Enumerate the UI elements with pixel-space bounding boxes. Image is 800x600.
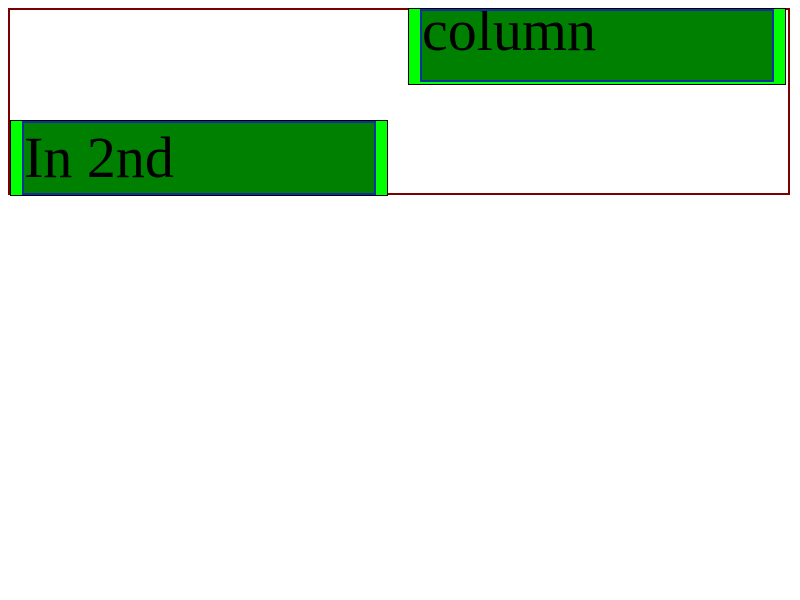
column-box-bottom: In 2nd: [10, 120, 388, 196]
column-box-top: column: [408, 8, 786, 85]
column-box-bottom-text: In 2nd: [24, 125, 174, 190]
column-box-top-text: column: [422, 9, 596, 63]
column-box-top-inner: column: [420, 9, 774, 82]
multicolumn-container: [8, 8, 790, 195]
column-box-bottom-inner: In 2nd: [22, 121, 376, 195]
